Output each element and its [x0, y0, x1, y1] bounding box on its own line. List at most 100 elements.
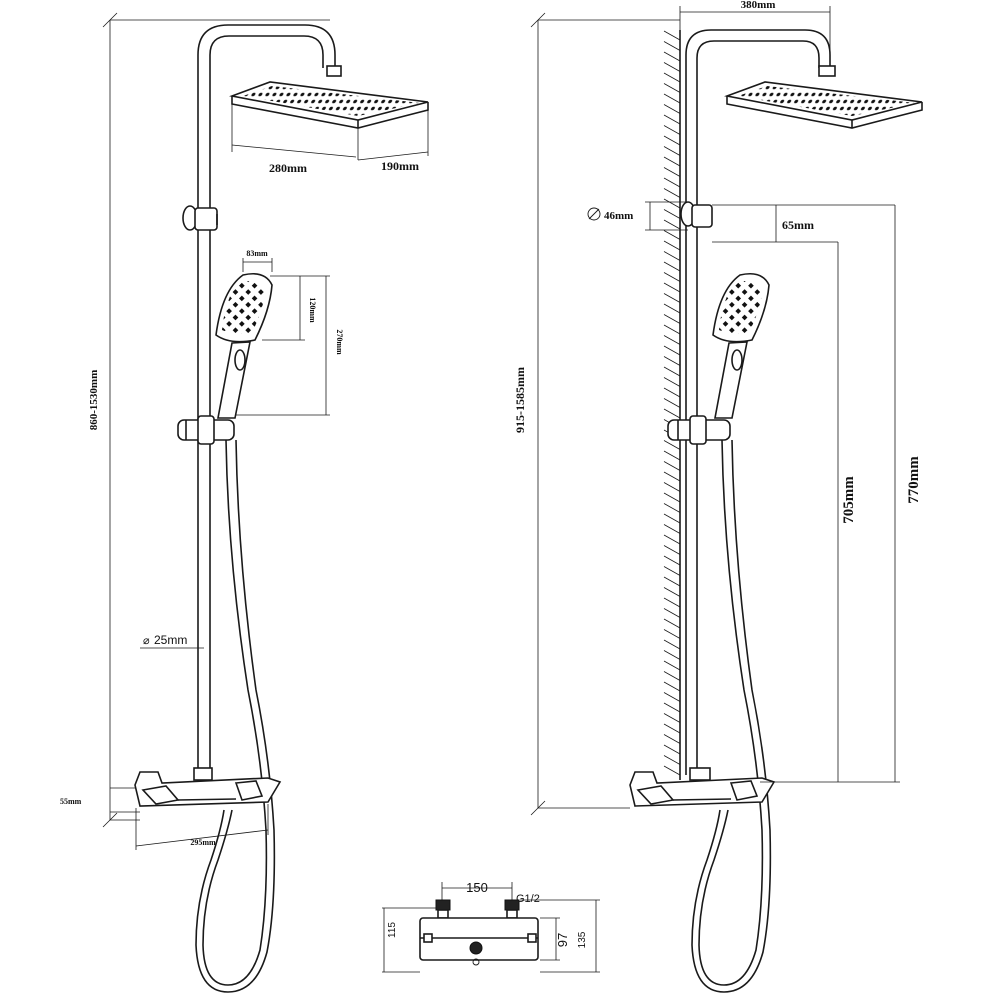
- wall-hatch-mark: [663, 30, 681, 41]
- right-slide-height-label: 705mm: [841, 476, 857, 524]
- wall-hatch-mark: [663, 608, 681, 618]
- wall-hatch-mark: [663, 41, 681, 51]
- wall-hatch-mark: [663, 576, 681, 587]
- left-handset-width-label: 83mm: [246, 249, 268, 258]
- wall-hatch-mark: [663, 282, 681, 293]
- wall-hatching: [663, 30, 681, 780]
- valve-height-97-label: 97: [555, 933, 570, 947]
- valve-detail: 115 150 G1/2 97 135: [382, 880, 600, 973]
- wall-hatch-mark: [663, 461, 681, 471]
- left-pipe-diameter-dimension: ⌀ 25mm: [140, 633, 204, 649]
- wall-hatch-mark: [663, 618, 681, 629]
- wall-hatch-mark: [663, 534, 681, 545]
- wall-hatch-mark: [663, 114, 681, 125]
- left-view: 860-1530mm 280mm 190mm: [60, 12, 429, 993]
- wall-hatch-mark: [663, 156, 681, 167]
- left-hand-shower-dimensions: 83mm 120mm 270mm: [236, 249, 344, 416]
- wall-hatch-mark: [663, 503, 681, 513]
- wall-hatch-mark: [663, 398, 681, 408]
- wall-hatch-mark: [663, 734, 681, 744]
- wall-hatch-mark: [663, 440, 681, 450]
- right-thermostatic-bar: [629, 767, 776, 807]
- right-riser-pipe: [685, 29, 836, 775]
- wall-hatch-mark: [663, 723, 681, 734]
- left-hose: [195, 439, 276, 993]
- left-total-height-label: 860-1530mm: [88, 370, 100, 431]
- wall-hatch-mark: [663, 639, 681, 650]
- wall-hatch-mark: [663, 755, 681, 765]
- wall-hatch-mark: [663, 167, 681, 177]
- wall-hatch-mark: [663, 513, 681, 524]
- right-bracket-diameter-label: 46mm: [604, 210, 633, 222]
- wall-hatch-mark: [663, 681, 681, 692]
- wall-hatch-mark: [663, 135, 681, 146]
- wall-hatch-mark: [663, 356, 681, 366]
- right-rain-shower-head: [724, 81, 923, 129]
- wall-hatch-mark: [663, 261, 681, 272]
- wall-hatch-mark: [663, 450, 681, 461]
- left-head-dimensions: 280mm 190mm: [231, 104, 429, 175]
- wall-hatch-mark: [663, 702, 681, 713]
- wall-hatch-mark: [663, 62, 681, 72]
- left-hand-shower: [215, 272, 273, 419]
- wall-hatch-mark: [663, 629, 681, 639]
- left-slider-holder: [177, 415, 235, 445]
- left-bar-dimensions: 55mm 295mm: [60, 787, 269, 850]
- left-riser-pipe: [197, 24, 342, 775]
- right-bracket-offset-label: 65mm: [782, 218, 814, 232]
- wall-hatch-mark: [663, 125, 681, 135]
- wall-hatch-mark: [663, 408, 681, 419]
- left-wall-bracket: [182, 205, 218, 231]
- right-total-height-dimension: 915-1585mm: [513, 12, 680, 816]
- right-hand-shower: [712, 272, 770, 419]
- left-pipe-diameter-symbol: ⌀: [143, 635, 150, 647]
- wall-hatch-mark: [663, 545, 681, 555]
- left-thermostatic-bar: [134, 767, 282, 807]
- wall-hatch-mark: [663, 293, 681, 303]
- wall-hatch-mark: [663, 597, 681, 608]
- wall-hatch-mark: [663, 188, 681, 198]
- wall-hatch-mark: [663, 324, 681, 335]
- wall-hatch-mark: [663, 272, 681, 282]
- wall-hatch-mark: [663, 744, 681, 755]
- right-total-height-label: 915-1585mm: [513, 367, 527, 433]
- left-head-width-label: 280mm: [269, 161, 307, 175]
- wall-hatch-mark: [663, 671, 681, 681]
- wall-hatch-mark: [663, 765, 681, 776]
- wall-hatch-mark: [663, 251, 681, 261]
- wall-hatch-mark: [663, 471, 681, 482]
- wall-hatch-mark: [663, 713, 681, 723]
- right-bracket-height-label: 770mm: [906, 456, 922, 504]
- valve-thread-label: G1/2: [516, 893, 540, 905]
- right-bracket-dimensions: 46mm 65mm: [587, 201, 895, 243]
- wall-hatch-mark: [663, 146, 681, 156]
- right-vertical-dimensions: 705mm 770mm: [760, 205, 922, 783]
- wall-hatch-mark: [663, 345, 681, 356]
- right-slider-holder: [667, 415, 731, 445]
- wall-hatch-mark: [663, 240, 681, 251]
- wall-hatch-mark: [663, 492, 681, 503]
- wall-hatch-mark: [663, 198, 681, 209]
- left-pipe-diameter-label: 25mm: [154, 633, 187, 647]
- wall-hatch-mark: [663, 660, 681, 671]
- left-handset-length-label: 270mm: [335, 329, 344, 355]
- wall-hatch-mark: [663, 482, 681, 492]
- wall-hatch-mark: [663, 692, 681, 702]
- wall-hatch-mark: [663, 230, 681, 240]
- wall-hatch-mark: [663, 566, 681, 576]
- wall-hatch-mark: [663, 387, 681, 398]
- wall-hatch-mark: [663, 524, 681, 534]
- right-reach-label: 380mm: [741, 0, 776, 11]
- valve-height-115-label: 115: [387, 922, 398, 938]
- valve-height-135-label: 135: [577, 931, 588, 948]
- wall-hatch-mark: [663, 83, 681, 93]
- right-wall-bracket: [680, 201, 713, 228]
- wall-hatch-mark: [663, 51, 681, 62]
- wall-hatch-mark: [663, 219, 681, 230]
- wall-hatch-mark: [663, 177, 681, 188]
- wall-hatch-mark: [663, 72, 681, 83]
- wall-hatch-mark: [663, 104, 681, 114]
- left-bar-height-label: 55mm: [60, 797, 82, 806]
- wall-hatch-mark: [663, 650, 681, 660]
